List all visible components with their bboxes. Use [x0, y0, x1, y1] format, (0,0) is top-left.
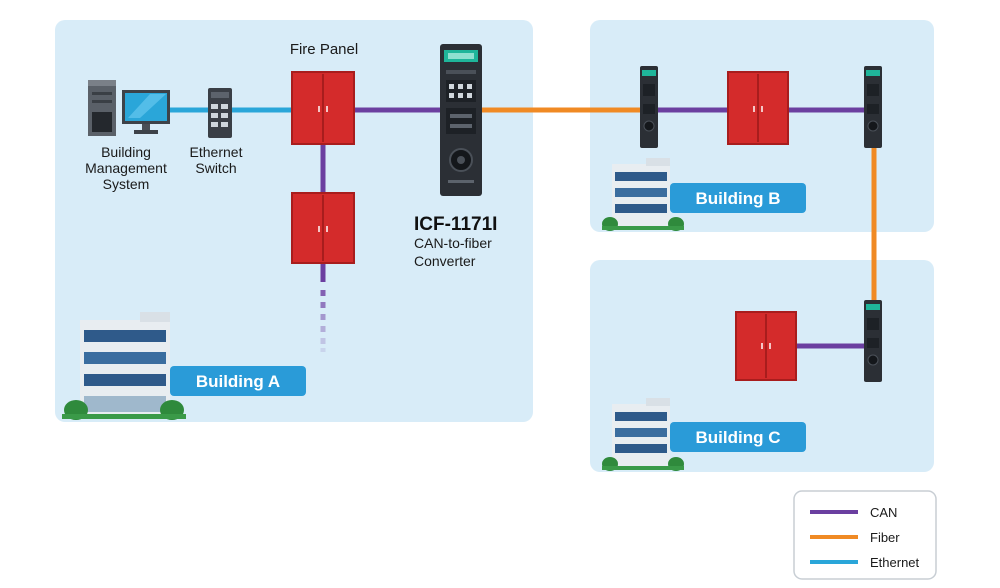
building-a-badge: Building A: [170, 366, 306, 396]
building-a-label: Building A: [196, 372, 280, 391]
can-links: [320, 107, 864, 349]
legend: CAN Fiber Ethernet: [793, 490, 937, 580]
converter-model-label: ICF-1171I: [414, 214, 497, 235]
building-c-icon: [602, 398, 684, 471]
legend-fiber-label: Fiber: [870, 530, 900, 545]
fire-panel-building-c: [735, 311, 797, 381]
fiber-links: [482, 107, 877, 300]
legend-can-label: CAN: [870, 505, 897, 520]
converter-desc-line2: Converter: [414, 253, 476, 269]
building-c-badge: Building C: [670, 422, 806, 452]
fire-panel-main: [291, 71, 355, 145]
converter-building-b-right-icon: [864, 66, 882, 148]
fire-panel-label: Fire Panel: [290, 41, 358, 58]
bms-label-line3: System: [103, 176, 150, 192]
switch-label-line1: Ethernet: [190, 144, 243, 160]
converter-building-c-icon: [864, 300, 882, 382]
fire-panel-building-b: [727, 71, 789, 145]
bms-label-line1: Building: [101, 144, 151, 160]
pc-icon: [88, 80, 170, 136]
switch-label-line2: Switch: [195, 160, 236, 176]
building-b-icon: [602, 158, 684, 231]
building-c-label: Building C: [696, 428, 781, 447]
ethernet-switch-icon: [208, 88, 232, 138]
converter-main-icon: [440, 44, 482, 196]
legend-ethernet-label: Ethernet: [870, 555, 920, 570]
building-b-label: Building B: [696, 189, 781, 208]
building-a-icon: [62, 312, 186, 420]
bms-label-line2: Management: [85, 160, 167, 176]
fire-panel-secondary: [291, 192, 355, 264]
converter-building-b-left-icon: [640, 66, 658, 148]
converter-desc-line1: CAN-to-fiber: [414, 235, 492, 251]
building-b-badge: Building B: [670, 183, 806, 213]
